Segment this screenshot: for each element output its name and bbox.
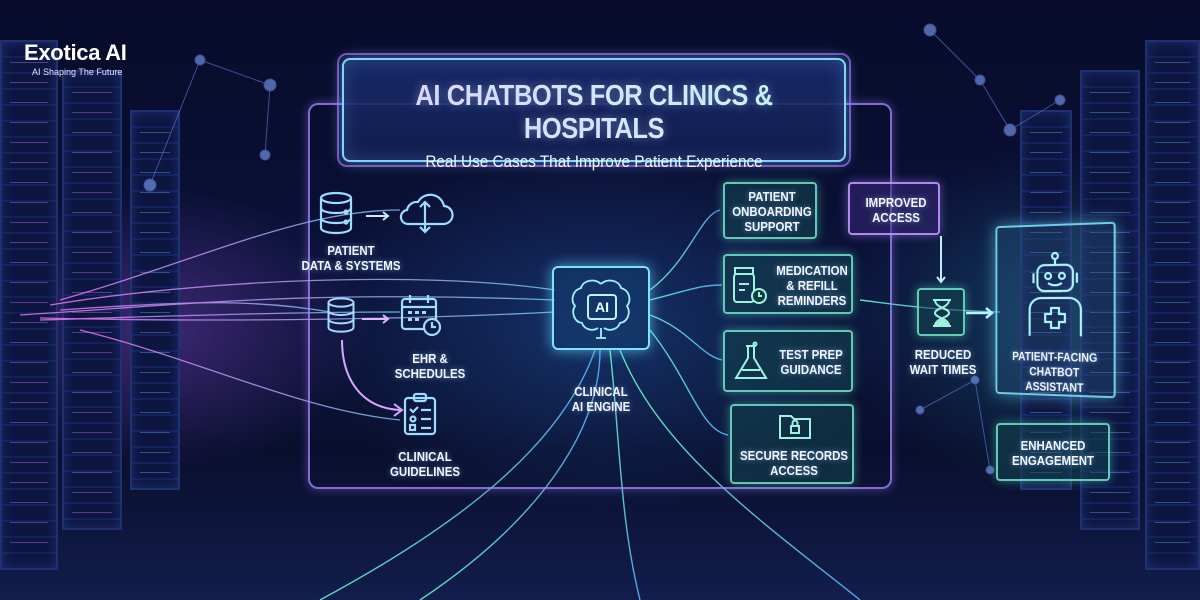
label-line: CLINICAL <box>574 384 628 399</box>
outcome-improved-access: IMPROVED ACCESS <box>848 182 940 235</box>
label-line: REMINDERS <box>777 293 847 308</box>
label-line: ENHANCED <box>1020 438 1086 453</box>
label-line: PATIENT <box>748 189 796 204</box>
medical-robot-icon <box>1024 251 1087 336</box>
label-line: CHATBOT ASSISTANT <box>1025 364 1084 396</box>
label-line: ACCESS <box>770 463 818 478</box>
input-label-guidelines: CLINICAL GUIDELINES <box>381 449 469 479</box>
label-line: PATIENT-FACING <box>1012 349 1098 366</box>
label-line: SUPPORT <box>744 219 800 234</box>
label-line: REDUCED <box>914 347 972 362</box>
label-line: SECURE RECORDS <box>739 448 849 463</box>
label-line: SCHEDULES <box>394 366 466 381</box>
use-case-secure-records: SECURE RECORDS ACCESS <box>730 404 854 484</box>
hourglass-icon <box>931 298 953 328</box>
brain-icon <box>571 279 631 339</box>
server-rack <box>0 40 58 570</box>
ai-engine-chip: AI <box>552 266 650 350</box>
arrow-down-icon <box>936 236 946 286</box>
label-line: ACCESS <box>872 210 920 225</box>
outcome-enhanced-engagement: ENHANCED ENGAGEMENT <box>996 423 1110 481</box>
input-label-ehr: EHR & SCHEDULES <box>386 351 474 381</box>
use-case-medication: MEDICATION & REFILL REMINDERS <box>723 254 853 314</box>
arrow-right-icon <box>366 208 392 221</box>
label-line: GUIDELINES <box>390 464 460 479</box>
label-line: DATA & SYSTEMS <box>301 258 401 273</box>
use-case-label: PATIENT ONBOARDING SUPPORT <box>731 189 814 234</box>
input-label-patient-data: PATIENT DATA & SYSTEMS <box>294 243 408 273</box>
chatbot-assistant-panel: PATIENT-FACING CHATBOT ASSISTANT <box>995 221 1116 399</box>
label-line: MEDICATION <box>776 263 848 278</box>
label-line: IMPROVED <box>865 195 927 210</box>
arrow-right-icon <box>362 311 392 324</box>
outcome-label: ENHANCED ENGAGEMENT <box>1005 438 1102 468</box>
label-line: ONBOARDING <box>732 204 812 219</box>
label-line: WAIT TIMES <box>909 362 977 377</box>
server-rack <box>1020 110 1072 490</box>
assistant-label: PATIENT-FACING CHATBOT ASSISTANT <box>1004 349 1106 397</box>
use-case-test-prep: TEST PREP GUIDANCE <box>723 330 853 392</box>
use-case-onboarding: PATIENT ONBOARDING SUPPORT <box>723 182 817 239</box>
label-line: GUIDANCE <box>780 362 842 377</box>
brand-logo[interactable]: Exotica AI AI Shaping The Future <box>24 40 127 77</box>
label-line: ENGAGEMENT <box>1011 453 1094 468</box>
calendar-clock-icon <box>400 293 442 337</box>
use-case-label: TEST PREP GUIDANCE <box>776 347 846 377</box>
label-line: CLINICAL <box>398 449 452 464</box>
cloud-sync-icon <box>395 188 455 236</box>
flask-icon <box>733 341 769 382</box>
hourglass-box <box>917 288 965 336</box>
label-line: TEST PREP <box>779 347 843 362</box>
use-case-label: MEDICATION & REFILL REMINDERS <box>771 263 854 308</box>
outcome-reduced-wait: REDUCED WAIT TIMES <box>901 347 985 377</box>
ai-chip-label: AI <box>587 294 617 320</box>
locked-folder-icon <box>778 412 812 440</box>
engine-label: CLINICAL AI ENGINE <box>554 384 647 414</box>
page-title: AI CHATBOTS FOR CLINICS & HOSPITALS <box>374 80 814 146</box>
label-line: PATIENT <box>327 243 375 258</box>
use-case-label: SECURE RECORDS ACCESS <box>739 448 848 478</box>
curved-arrow-icon <box>340 339 410 420</box>
outcome-label: IMPROVED ACCESS <box>856 195 937 225</box>
clipboard-checklist-icon <box>403 392 437 436</box>
label-line: EHR & <box>412 351 448 366</box>
pill-bottle-clock-icon <box>733 266 767 306</box>
label-line: AI ENGINE <box>571 399 631 414</box>
brand-tagline: AI Shaping The Future <box>32 67 123 77</box>
title-panel: AI CHATBOTS FOR CLINICS & HOSPITALS Real… <box>337 53 851 171</box>
label-line: & REFILL <box>786 278 838 293</box>
database-icon <box>326 297 356 333</box>
server-rack <box>62 70 122 530</box>
database-icon <box>318 191 354 235</box>
page-subtitle: Real Use Cases That Improve Patient Expe… <box>425 152 763 171</box>
arrow-right-icon <box>966 306 996 319</box>
brand-name: Exotica AI <box>24 40 127 65</box>
server-rack <box>1145 40 1200 570</box>
